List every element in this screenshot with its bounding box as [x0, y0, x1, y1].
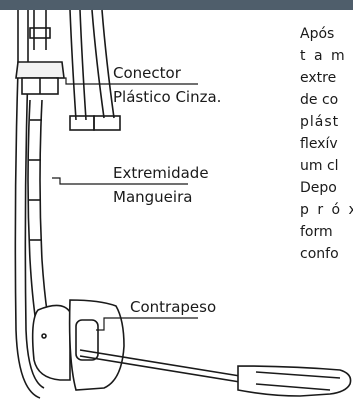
hose-label-line1: Extremidade — [113, 164, 209, 182]
side-text-line: confo — [300, 246, 339, 262]
weight-label-text: Contrapeso — [130, 298, 217, 316]
header-bar — [0, 0, 353, 10]
side-text-line: Depo — [300, 180, 337, 196]
side-text-line: p r ó x — [300, 202, 353, 218]
hose-label: Extremidade — [113, 164, 209, 182]
hose-label-line2: Mangueira — [113, 188, 193, 206]
side-text-line: plást — [300, 114, 340, 130]
side-text-line: t a m p — [300, 48, 353, 64]
connector-label: Conector — [113, 64, 181, 82]
side-text-line: Após — [300, 26, 335, 42]
connector-label-line1: Conector — [113, 64, 181, 82]
side-text-line: um cl — [300, 158, 339, 174]
side-text-line: de co — [300, 92, 339, 108]
side-text-line: form — [300, 224, 333, 240]
connector-label-sub: Plástico Cinza. — [113, 88, 221, 106]
side-text-line: extre — [300, 70, 337, 86]
side-text-line: flexív — [300, 136, 338, 152]
weight-label: Contrapeso — [130, 298, 216, 316]
connector-label-line2: Plástico Cinza. — [113, 88, 222, 106]
hose-label-sub: Mangueira — [113, 188, 192, 206]
